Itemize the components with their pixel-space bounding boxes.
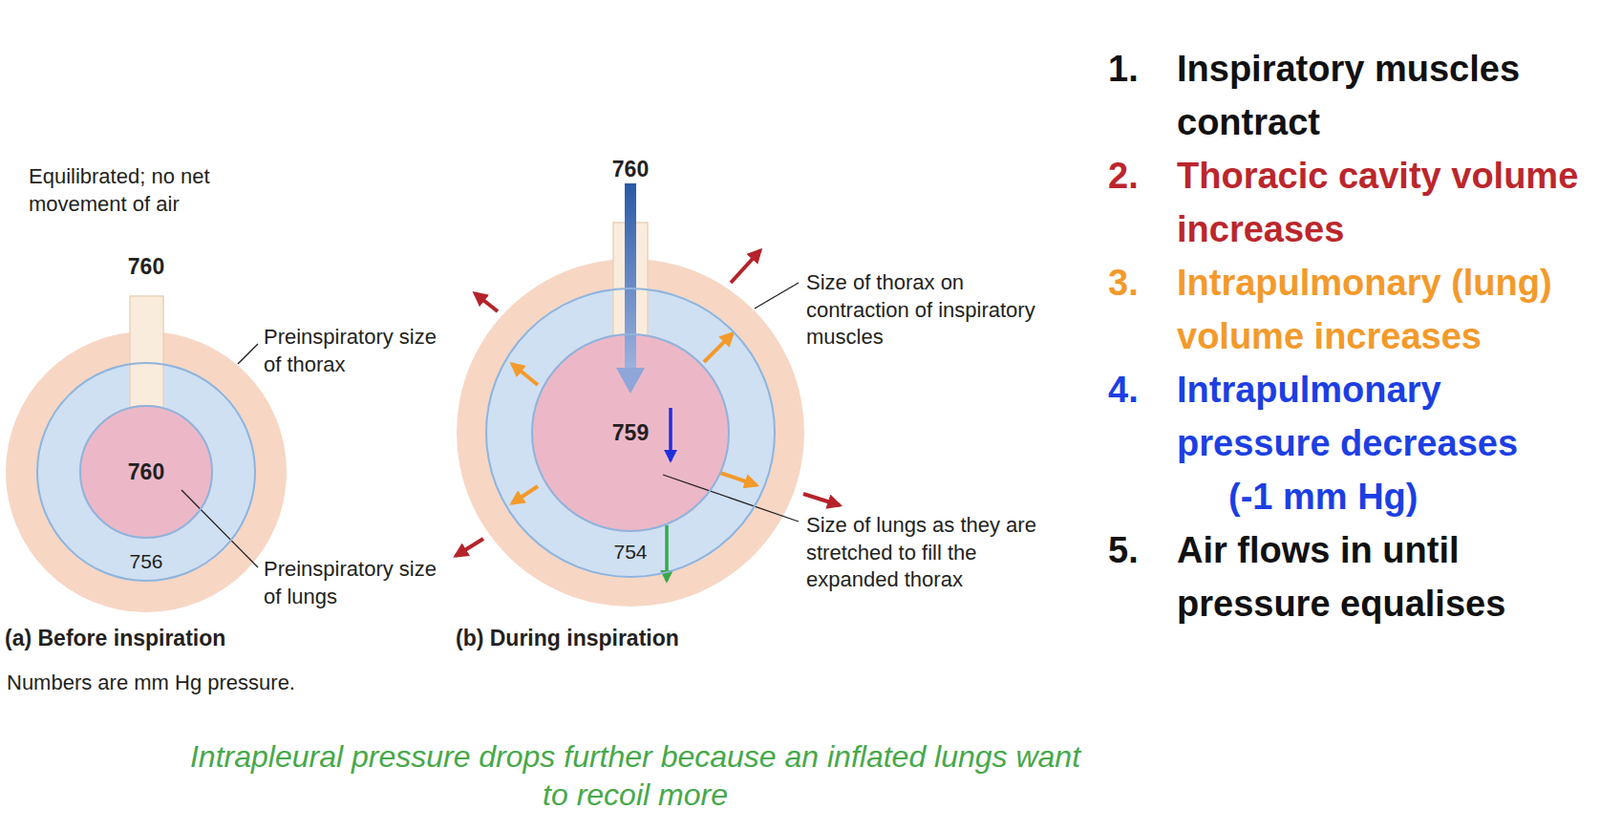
step-text: Thoracic cavity volume increases [1176,149,1588,256]
expansion-arrow [803,493,840,506]
circle-outline [486,288,775,577]
circle-outline [80,405,213,538]
pressure-value: 760 [597,155,664,185]
part-label: Size of thorax on contraction of inspira… [806,269,1041,352]
step-row: 5.Air flows in until pressure equalises [1108,523,1596,631]
lung-expansion-arrow [512,363,538,385]
step-text: Air flows in until pressure equalises [1176,523,1588,631]
lung [79,405,214,539]
step-row: 3.Intrapulmonary (lung) volume increases [1108,256,1596,363]
airway-tube [129,296,164,421]
step-number-cell: 2. [1108,149,1177,256]
step-text-cell: Air flows in until pressure equalises [1176,523,1588,631]
expansion-arrow [730,250,761,283]
lung-circle: 760 [79,405,214,539]
step-number: 2. [1108,149,1177,203]
circle-outline [37,362,256,581]
step-list: 1.Inspiratory muscles contract2.Thoracic… [1108,42,1596,631]
lung-circle: 759 [531,333,730,533]
lung-expansion-arrow [512,486,538,504]
caption: Intrapleural pressure drops further beca… [181,737,1089,814]
step-number-cell: 1. [1108,42,1177,150]
step-row: 2.Thoracic cavity volume increases [1108,149,1596,256]
pleural-ring: 756 760 [36,362,256,582]
lung-expansion-arrow [720,472,757,486]
panel-title: (b) During inspiration [455,624,743,654]
pressure-value: 754 [485,539,776,565]
step-number-cell: 4. [1108,362,1177,524]
leader-line [754,282,799,309]
step-text: Intrapulmonary pressure decreases [1176,362,1588,470]
step-text: Inspiratory muscles contract [1176,42,1588,150]
step-number: 1. [1108,42,1177,96]
step-number: 4. [1108,362,1177,417]
pressure-value: 760 [128,459,165,485]
leader-line [237,343,258,364]
step-number: 3. [1108,256,1177,310]
lung-expansion-arrow [704,333,733,363]
part-label: Preinspiratory size of thorax [263,323,441,379]
leader-line [662,474,799,522]
airflow-arrow [624,183,637,369]
step-row: 4.Intrapulmonary pressure decreases(-1 m… [1108,362,1596,524]
step-text-cell: Intrapulmonary pressure decreases(-1 mm … [1176,362,1588,524]
pressure-value: 756 [36,549,256,575]
part-label: Size of lungs as they are stretched to f… [806,512,1057,595]
pressure-value: 759 [612,420,649,446]
step-text-cell: Inspiratory muscles contract [1176,42,1588,150]
circle-outline [532,334,729,532]
airflow-arrowhead [616,367,645,394]
step-text-cell: Intrapulmonary (lung) volume increases [1176,256,1588,363]
leader-line [181,490,258,568]
expansion-arrow [455,538,484,556]
pleural-ring: 754 759 [485,287,776,578]
pressure-drop-arrow [668,407,673,461]
step-number: 5. [1108,523,1177,577]
step-row: 1.Inspiratory muscles contract [1108,42,1596,150]
step-text: (-1 mm Hg) [1176,469,1588,524]
note: Numbers are mm Hg pressure. [6,669,322,698]
note: Equilibrated; no net movement of air [28,163,285,218]
pressure-value: 760 [112,253,180,282]
step-text: Intrapulmonary (lung) volume increases [1176,256,1588,363]
step-number-cell: 3. [1108,256,1177,363]
step-text-cell: Thoracic cavity volume increases [1176,149,1588,256]
step-number-cell: 5. [1108,523,1177,631]
part-label: Preinspiratory size of lungs [263,555,441,611]
panel-title: (a) Before inspiration [4,624,292,654]
expansion-arrow [474,293,498,312]
